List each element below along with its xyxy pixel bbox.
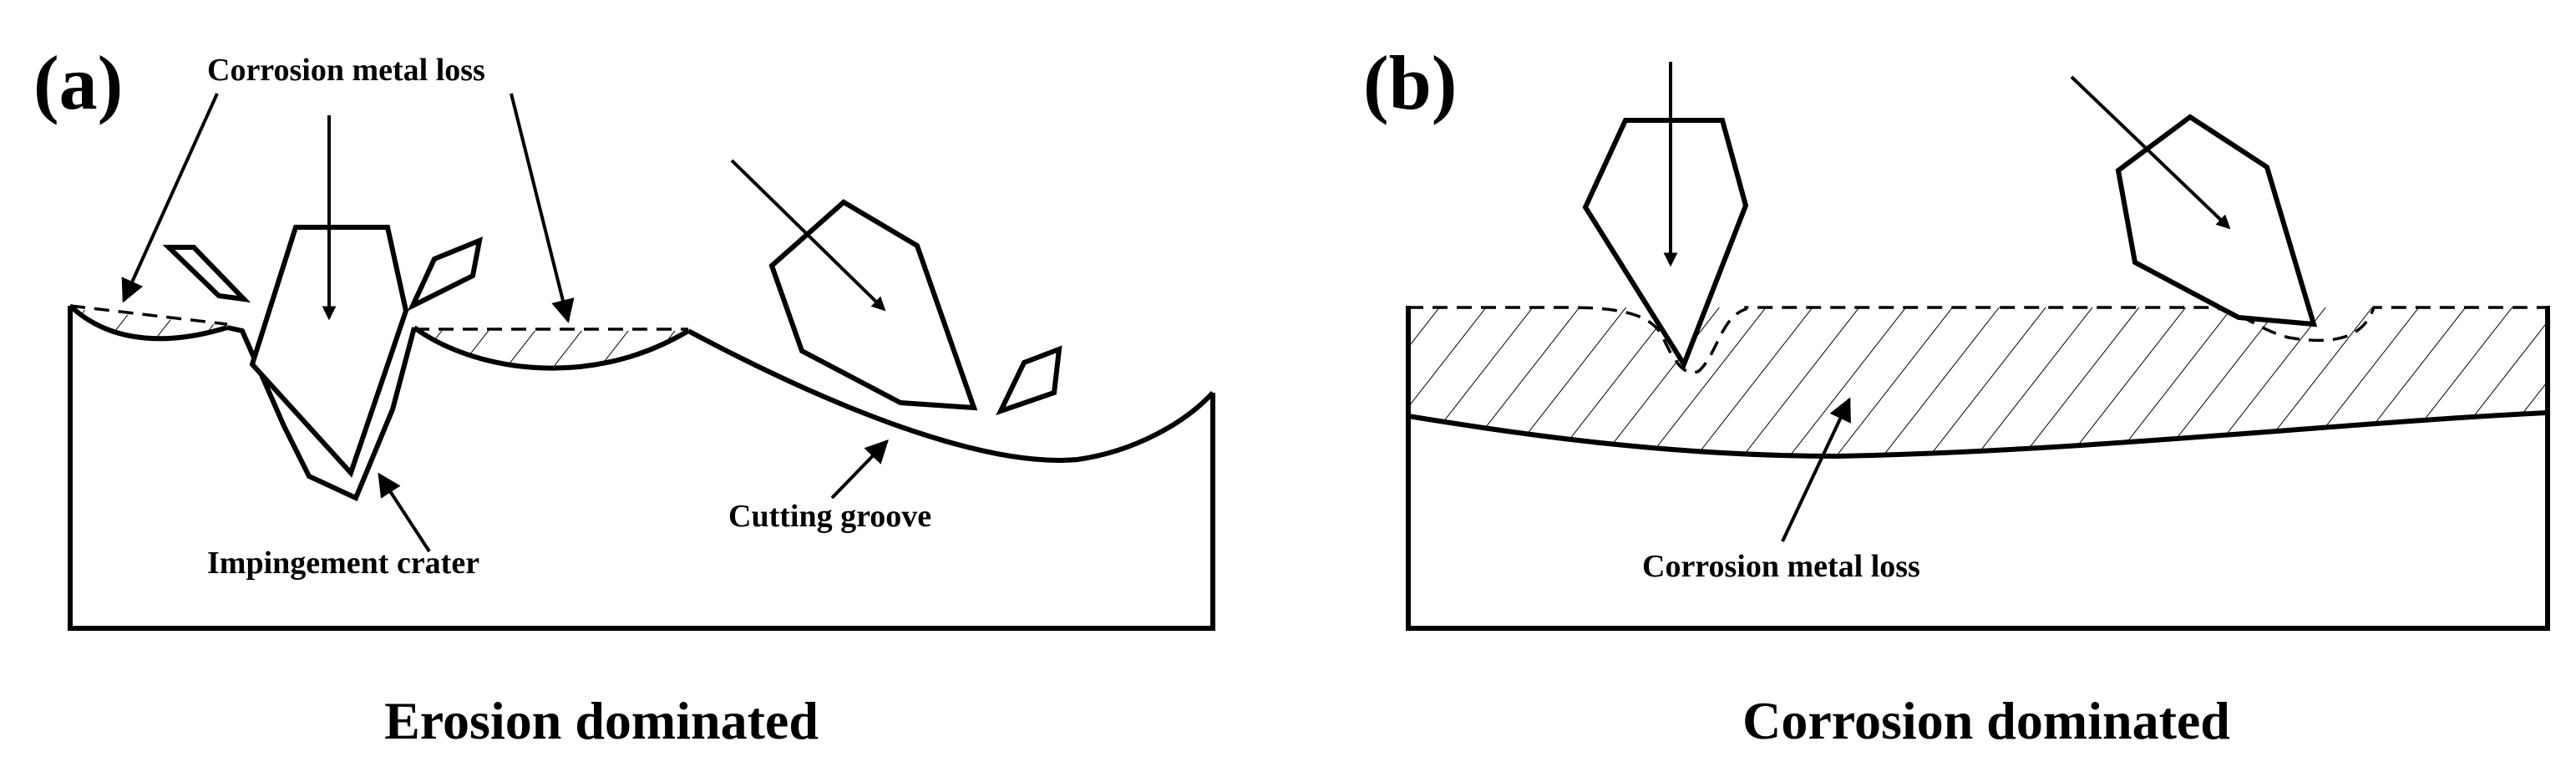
- panel-a-fragment-left: [162, 245, 251, 303]
- panel-a-leader-corrosion-right: [510, 93, 575, 323]
- panel-a-caption: Erosion dominated: [384, 691, 819, 750]
- panel-a-tag: (a): [33, 40, 123, 125]
- panel-b-leader-corrosion: [1781, 397, 1851, 542]
- panel-a: (a) Corrosion met: [33, 40, 1215, 750]
- panel-a-leader-corrosion-left: [121, 93, 219, 303]
- panel-a-label-impingement-crater: Impingement crater: [207, 546, 479, 581]
- panel-b-label-corrosion-loss: Corrosion metal loss: [1642, 549, 1920, 584]
- panel-a-fragment-right: [407, 236, 483, 312]
- panel-b-tag: (b): [1363, 40, 1457, 125]
- panel-b-substrate: [1406, 306, 2550, 631]
- panel-a-label-cutting-groove: Cutting groove: [728, 499, 931, 534]
- panel-b-original-surface: [1408, 306, 2548, 374]
- panel-a-leader-cutting-groove: [830, 439, 889, 500]
- panel-a-cutting-particle: [768, 199, 978, 411]
- panel-b-impinging-particle: [1582, 118, 1749, 370]
- panel-b-caption: Corrosion dominated: [1742, 691, 2230, 750]
- panel-a-cutting-arrow: [730, 159, 886, 312]
- panel-a-corrosion-hatch: [75, 309, 687, 368]
- panel-a-label-corrosion-loss: Corrosion metal loss: [207, 53, 485, 88]
- panel-b: (b) Corrosion metal loss Corrosion domin…: [1363, 40, 2550, 750]
- panel-b-corrosion-hatch: [1408, 307, 2548, 456]
- panel-a-original-surface: [69, 304, 688, 331]
- panel-a-fragment-groove: [996, 345, 1062, 416]
- panel-a-leader-impingement: [378, 472, 431, 553]
- panel-b-oblique-arrow: [2070, 75, 2231, 230]
- panel-a-impinging-particle: [249, 225, 409, 478]
